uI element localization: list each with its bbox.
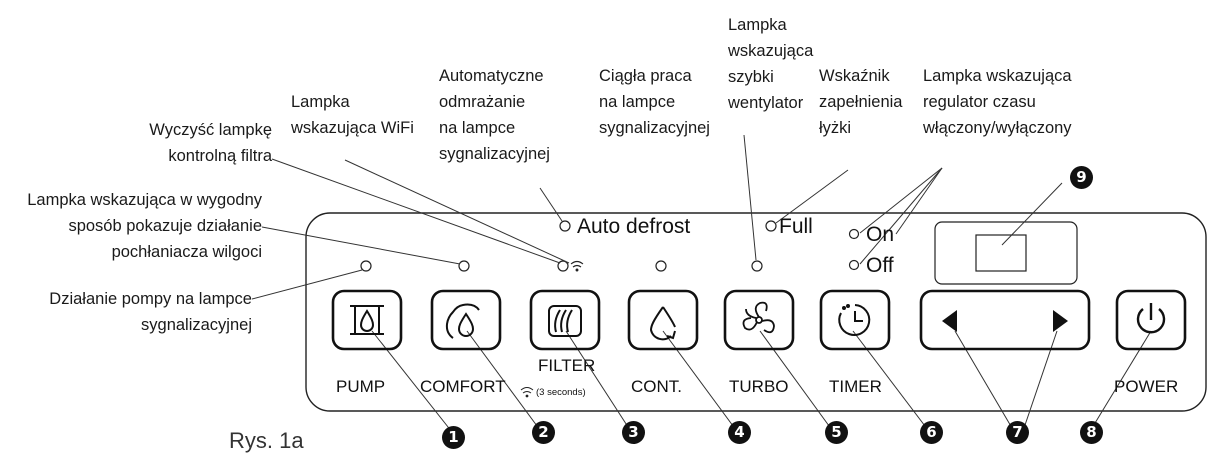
arrow-right-icon bbox=[1053, 310, 1068, 332]
timer-button bbox=[819, 289, 891, 351]
badge-8: 8 bbox=[1080, 421, 1103, 444]
badge-4: 4 bbox=[728, 421, 751, 444]
comfort-drop-icon bbox=[445, 303, 480, 339]
timer-off-led bbox=[848, 259, 860, 271]
power-label: POWER bbox=[1114, 377, 1179, 396]
timer-on-label: On bbox=[866, 223, 895, 246]
callout-timer-led: Lampka wskazująca regulator czasu włączo… bbox=[923, 67, 1072, 137]
power-icon bbox=[1136, 303, 1166, 334]
callout-comfort-led: Lampka wskazująca w wygodny sposób pokaz… bbox=[27, 191, 262, 261]
wifi-icon bbox=[570, 260, 584, 272]
leader-timer-off bbox=[859, 167, 943, 265]
callout-full-led: Wskaźnik zapełnienia łyżki bbox=[819, 67, 903, 137]
timer-clock-icon bbox=[838, 304, 871, 336]
leader-btn-8 bbox=[1091, 330, 1152, 429]
filter-led bbox=[557, 260, 569, 272]
panel-outline bbox=[305, 212, 1207, 412]
comfort-label: COMFORT bbox=[420, 377, 506, 396]
leader-btn-2 bbox=[466, 330, 541, 431]
power-button bbox=[1115, 289, 1187, 351]
display-frame bbox=[934, 221, 1078, 285]
filter-icon bbox=[548, 305, 582, 337]
auto-defrost-label: Auto defrost bbox=[577, 215, 691, 238]
comfort-button bbox=[430, 289, 502, 351]
callout-auto-defrost-led: Automatyczne odmrażanie na lampce sygnal… bbox=[439, 67, 550, 163]
full-led bbox=[765, 220, 777, 232]
badge-7: 7 bbox=[1006, 421, 1029, 444]
leader-btn-3 bbox=[565, 330, 631, 431]
leader-wifi bbox=[344, 159, 570, 264]
cont-drop-icon bbox=[649, 306, 676, 341]
turbo-fan-icon bbox=[742, 301, 775, 334]
callout-cont-led: Ciągła praca na lampce sygnalizacyjnej bbox=[599, 67, 710, 137]
pump-button bbox=[331, 289, 403, 351]
badge-5: 5 bbox=[825, 421, 848, 444]
figure-caption: Rys. 1a bbox=[229, 428, 304, 453]
badge-6: 6 bbox=[920, 421, 943, 444]
leader-comfort bbox=[261, 226, 461, 265]
leader-auto-defrost bbox=[539, 187, 563, 222]
comfort-led bbox=[458, 260, 470, 272]
leader-btn-7a bbox=[954, 330, 1013, 429]
timer-label: TIMER bbox=[829, 377, 882, 396]
cont-label: CONT. bbox=[631, 377, 682, 396]
leader-btn-5 bbox=[759, 330, 833, 431]
callout-turbo-led: Lampka wskazująca szybki wentylator bbox=[728, 16, 814, 112]
callout-wifi-led: Lampka wskazująca WiFi bbox=[291, 93, 414, 137]
cont-led bbox=[655, 260, 667, 272]
full-label: Full bbox=[779, 215, 813, 238]
leader-pump bbox=[251, 269, 363, 300]
wifi-small-icon bbox=[520, 387, 534, 398]
filter-button bbox=[529, 289, 601, 351]
pump-icon bbox=[350, 305, 384, 335]
timer-off-label: Off bbox=[866, 254, 894, 277]
timer-on-led bbox=[848, 228, 860, 240]
callout-filter-led: Wyczyść lampkę kontrolną filtra bbox=[149, 121, 272, 165]
auto-defrost-led bbox=[559, 220, 571, 232]
pump-label: PUMP bbox=[336, 377, 386, 396]
turbo-label: TURBO bbox=[729, 377, 789, 396]
leader-display bbox=[1001, 182, 1063, 246]
callout-pump-led: Działanie pompy na lampce sygnalizacyjne… bbox=[49, 290, 252, 334]
leader-timer-on bbox=[859, 167, 943, 234]
arrows-button bbox=[919, 289, 1091, 351]
badge-9: 9 bbox=[1070, 166, 1093, 189]
display-screen bbox=[975, 234, 1027, 272]
leader-btn-6 bbox=[852, 330, 929, 431]
pump-led bbox=[360, 260, 372, 272]
filter-label: FILTER bbox=[538, 356, 596, 375]
arrow-left-icon bbox=[942, 310, 957, 332]
leader-btn-7b bbox=[1023, 330, 1058, 429]
filter-hint: (3 seconds) bbox=[536, 387, 586, 398]
leader-turbo bbox=[743, 134, 757, 261]
turbo-led bbox=[751, 260, 763, 272]
badge-3: 3 bbox=[622, 421, 645, 444]
leader-full bbox=[775, 169, 849, 224]
badge-1: 1 bbox=[442, 426, 465, 449]
turbo-button bbox=[723, 289, 795, 351]
leader-btn-4 bbox=[662, 330, 737, 431]
badge-2: 2 bbox=[532, 421, 555, 444]
leader-filter bbox=[271, 158, 561, 264]
leader-timer-mid bbox=[895, 167, 943, 235]
cont-button bbox=[627, 289, 699, 351]
